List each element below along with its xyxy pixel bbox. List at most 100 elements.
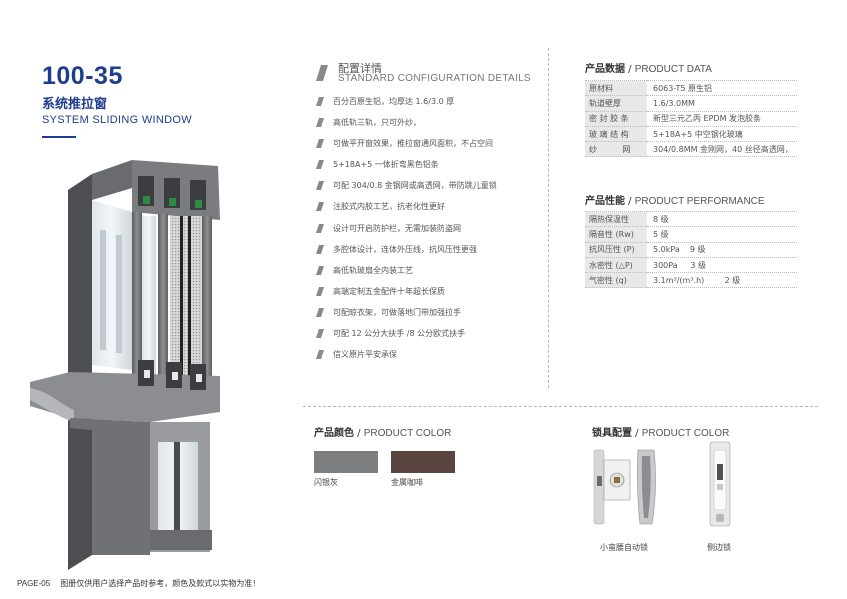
list-item: 百分百原生铝，均厚达 1.6/3.0 厚 [316, 96, 497, 117]
list-item: 高低轨三轨，只可外纱， [316, 117, 497, 138]
product-data-title-cn: 产品数据 [585, 64, 625, 75]
performance-title-cn: 产品性能 [585, 196, 625, 207]
spec-value: 新型三元乙丙 EPDM 发泡胶条 [647, 110, 797, 127]
config-list: 百分百原生铝，均厚达 1.6/3.0 厚 高低轨三轨，只可外纱， 可做平开窗效果… [316, 96, 497, 370]
spec-key: 隔音性 (Rw) [585, 226, 647, 243]
spec-key: 密 封 胶 条 [585, 110, 647, 127]
color-swatch-metal-coffee [391, 451, 455, 473]
list-item: 多腔体设计，连体外压线，抗风压性更强 [316, 244, 497, 265]
list-item: 可配晾衣架，可做落地门带加强拉手 [316, 307, 497, 328]
slash-mark-icon [316, 65, 328, 81]
config-item-text: 可做平开窗效果，推拉窗通风面积，不占空间 [333, 139, 493, 149]
list-item: 可配 12 公分大扶手 /8 公分欧式扶手 [316, 328, 497, 349]
title-separator: / [625, 64, 635, 75]
slash-bullet-icon [316, 139, 324, 149]
spec-value: 6063-T5 原生铝 [647, 79, 797, 97]
list-item: 注胶式内胶工艺，抗老化性更好 [316, 201, 497, 222]
spec-key: 水密性 (△P) [585, 256, 647, 274]
spec-key: 原材料 [585, 79, 647, 97]
product-data-title-en: PRODUCT DATA [634, 64, 712, 75]
config-title-en: STANDARD CONFIGURATION DETAILS [338, 73, 531, 84]
spec-key: 气密性 (q) [585, 272, 647, 289]
slash-bullet-icon [316, 181, 324, 191]
table-row: 抗风压性 (P)5.0kPa 9 级 [585, 241, 797, 258]
product-name-en: SYSTEM SLIDING WINDOW [42, 114, 192, 126]
config-item-text: 5+18A+5 一体折弯黑色铝条 [333, 160, 439, 170]
list-item: 可配 304/0.8 金钢网或高透网，带防跳儿童锁 [316, 180, 497, 201]
lock-label: 小蛮腰自动锁 [600, 543, 648, 552]
slash-bullet-icon [316, 202, 324, 212]
window-section-illustration [30, 160, 220, 570]
slash-bullet-icon [316, 118, 324, 128]
spec-value: 300Pa 3 级 [647, 256, 797, 274]
lock-label: 侧边锁 [707, 543, 731, 552]
list-item: 5+18A+5 一体折弯黑色铝条 [316, 159, 497, 180]
table-row: 密 封 胶 条新型三元乙丙 EPDM 发泡胶条 [585, 110, 797, 127]
slash-bullet-icon [316, 265, 324, 275]
product-data-title: 产品数据 / PRODUCT DATA [585, 60, 712, 75]
title-separator: / [632, 428, 642, 439]
lock-title-en: PRODUCT COLOR [641, 428, 730, 439]
slash-bullet-icon [316, 350, 324, 360]
page-number: PAGE-05 [17, 579, 51, 588]
list-item: 高低轨玻扇全内装工艺 [316, 265, 497, 286]
slash-bullet-icon [316, 286, 324, 296]
title-separator: / [354, 428, 364, 439]
config-item-text: 设计可开启防护栏，无需加装防盗网 [333, 223, 461, 233]
spec-key: 抗风压性 (P) [585, 241, 647, 258]
slash-bullet-icon [316, 244, 324, 254]
title-block: 100-35 系统推拉窗 SYSTEM SLIDING WINDOW [42, 62, 192, 138]
product-name-cn: 系统推拉窗 [42, 97, 108, 112]
spec-value: 1.6/3.0MM [647, 95, 797, 112]
table-row: 气密性 (q)3.1m³/(m³.h) 2 级 [585, 272, 797, 289]
list-item: 高端定制五金配件十年超长保质 [316, 286, 497, 307]
color-swatch-silver-gray [314, 451, 378, 473]
spec-value: 5+18A+5 中空钢化玻璃 [647, 125, 797, 143]
color-title: 产品颜色 / PRODUCT COLOR [314, 424, 451, 439]
swatch-label: 闪银灰 [314, 478, 338, 487]
slash-bullet-icon [316, 223, 324, 233]
slash-bullet-icon [316, 97, 324, 106]
table-row: 水密性 (△P)300Pa 3 级 [585, 256, 797, 274]
spec-value: 304/0.8MM 金刚网，40 丝径高透网， [647, 141, 797, 158]
horizontal-divider [303, 406, 818, 407]
spec-key: 玻 璃 结 构 [585, 125, 647, 143]
performance-title: 产品性能 / PRODUCT PERFORMANCE [585, 192, 765, 207]
config-item-text: 高端定制五金配件十年超长保质 [333, 286, 445, 296]
performance-title-en: PRODUCT PERFORMANCE [634, 196, 765, 207]
product-model: 100-35 [42, 62, 123, 90]
config-item-text: 信义原片平安承保 [333, 350, 397, 360]
lock-title: 锁具配置 / PRODUCT COLOR [592, 424, 729, 439]
slash-bullet-icon [316, 160, 324, 170]
list-item: 可做平开窗效果，推拉窗通风面积，不占空间 [316, 138, 497, 159]
lock-title-cn: 锁具配置 [592, 428, 632, 439]
slash-bullet-icon [316, 329, 324, 339]
slash-bullet-icon [316, 307, 324, 317]
spec-value: 5 级 [647, 226, 797, 243]
config-item-text: 可配晾衣架，可做落地门带加强拉手 [333, 307, 461, 317]
waist-auto-lock-icon [593, 449, 656, 525]
config-item-text: 多腔体设计，连体外压线，抗风压性更强 [333, 244, 477, 254]
title-underline [42, 136, 76, 138]
config-item-text: 可配 12 公分大扶手 /8 公分欧式扶手 [333, 329, 466, 339]
spec-key: 轨道壁厚 [585, 95, 647, 112]
color-title-en: PRODUCT COLOR [363, 428, 452, 439]
config-item-text: 百分百原生铝，均厚达 1.6/3.0 厚 [333, 97, 455, 106]
spec-value: 8 级 [647, 210, 797, 228]
vertical-divider [548, 48, 549, 388]
config-item-text: 高低轨玻扇全内装工艺 [333, 265, 413, 275]
side-lock-icon [709, 441, 731, 527]
swatch-label: 金属咖啡 [391, 478, 423, 487]
spec-key: 隔热保温性 [585, 210, 647, 228]
color-title-cn: 产品颜色 [314, 428, 354, 439]
config-item-text: 高低轨三轨，只可外纱， [333, 118, 421, 128]
config-item-text: 可配 304/0.8 金钢网或高透网，带防跳儿童锁 [333, 181, 497, 191]
